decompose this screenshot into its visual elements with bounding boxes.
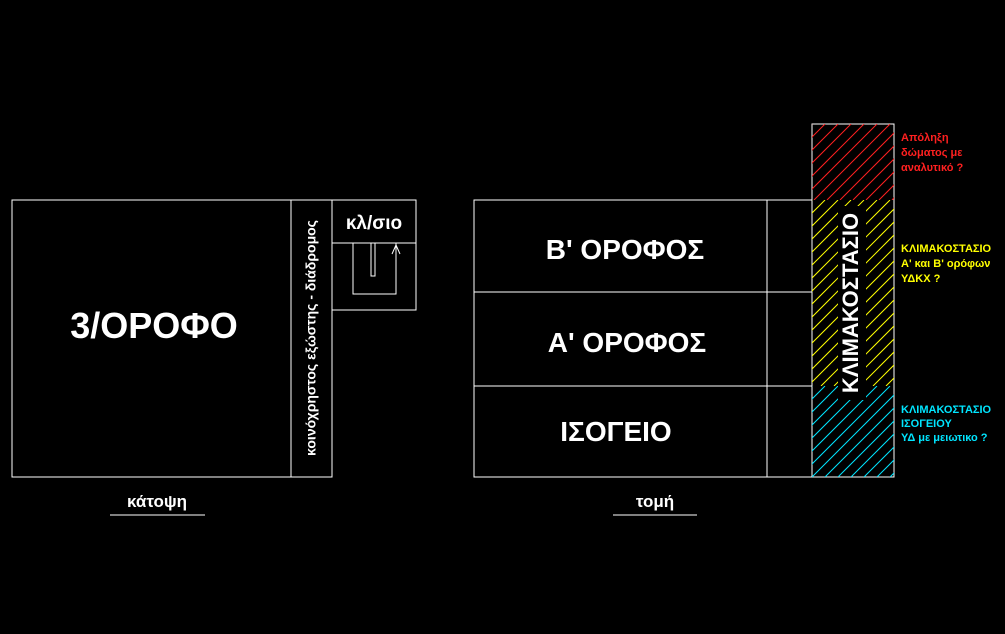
section-view <box>473 123 895 478</box>
note-red: Απόληξη δώματος με αναλυτικό ? <box>901 132 964 174</box>
hatch-line <box>812 200 865 253</box>
note-yellow-line: Α' και Β' ορόφων <box>901 258 990 270</box>
hatch-line <box>812 124 865 177</box>
hatch-line <box>826 132 894 200</box>
hatch-line <box>925 200 1005 386</box>
section-ground-label: ΙΣΟΓΕΙΟ <box>560 416 671 447</box>
hatch-line <box>812 386 839 413</box>
note-yellow: ΚΛΙΜΑΚΟΣΤΑΣΙΟ Α' και Β' ορόφων ΥΔΚΧ ? <box>901 243 992 285</box>
hatch-line <box>859 351 894 386</box>
plan-view <box>11 199 417 478</box>
note-cyan-line: ΙΣΟΓΕΙΟΥ <box>901 418 952 430</box>
hatch-line <box>812 386 826 400</box>
hatch-line <box>812 386 891 465</box>
hatch-line <box>872 364 894 386</box>
plan-caption: κάτοψη <box>127 492 187 511</box>
hatch-line <box>812 124 852 164</box>
hatch-line <box>863 446 894 477</box>
hatch-line <box>812 208 894 292</box>
hatch-line <box>812 286 894 370</box>
hatch-line <box>977 200 1005 386</box>
hatch-line <box>964 200 1005 386</box>
stairwell-label: ΚΛΙΜΑΚΟΣΤΑΣΙΟ <box>838 213 863 393</box>
hatch-line <box>812 386 852 426</box>
hatch-line <box>812 124 878 190</box>
hatch-line <box>839 145 894 200</box>
stair-up-arrow-head <box>391 243 401 255</box>
hatch-line <box>812 200 826 214</box>
hatch-line <box>846 338 894 386</box>
note-cyan-line: ΥΔ με μειωτικο ? <box>901 432 988 444</box>
hatch-line <box>812 124 826 138</box>
hatch-line <box>812 221 894 305</box>
note-red-line: Απόληξη <box>901 132 949 144</box>
section-caption: τομή <box>636 492 674 511</box>
hatch-line <box>824 407 894 477</box>
hatch-line <box>850 433 894 477</box>
note-red-line: αναλυτικό ? <box>901 162 964 174</box>
hatch-line <box>837 420 894 477</box>
hatch-red <box>812 124 1005 200</box>
hatch-line <box>812 200 813 201</box>
hatch-line <box>885 377 894 386</box>
hatch-line <box>912 200 1005 386</box>
note-red-line: δώματος με <box>901 147 963 159</box>
plan-stair-label: κλ/σιο <box>346 213 402 234</box>
note-yellow-line: ΥΔΚΧ ? <box>901 273 941 285</box>
hatch-line <box>990 200 1005 386</box>
hatch-line <box>878 184 894 200</box>
hatch-line <box>938 200 1005 386</box>
hatch-line <box>812 386 878 452</box>
note-cyan: ΚΛΙΜΑΚΟΣΤΑΣΙΟ ΙΣΟΓΕΙΟΥ ΥΔ με μειωτικο ? <box>901 404 992 444</box>
hatch-yellow <box>812 200 1005 386</box>
hatch-line <box>852 158 894 200</box>
note-yellow-line: ΚΛΙΜΑΚΟΣΤΑΣΙΟ <box>901 243 992 255</box>
hatch-line <box>812 386 865 439</box>
hatch-line <box>813 124 891 200</box>
plan-corridor-label: κοινόχρηστος εξώστης - διάδρομος <box>303 220 319 456</box>
hatch-line <box>957 124 1005 200</box>
plan-corridor <box>290 199 333 478</box>
section-floor1-label: Α' ΟΡΟΦΟΣ <box>548 327 706 358</box>
hatch-line <box>812 273 894 357</box>
section-floor2-label: Β' ΟΡΟΦΟΣ <box>546 234 704 265</box>
hatch-cyan <box>812 386 894 477</box>
plan-main-label: 3/ΟΡΟΦΟ <box>70 305 238 346</box>
hatch-line <box>812 200 852 240</box>
hatch-line <box>812 124 839 151</box>
hatch-line <box>876 459 894 477</box>
plan-stair-box <box>331 199 417 311</box>
hatch-line <box>812 394 894 477</box>
hatch-line <box>812 124 813 125</box>
stair-handrail <box>370 243 376 277</box>
hatch-line <box>812 234 894 318</box>
stairwell-label-backing <box>838 206 866 400</box>
hatch-line <box>899 200 1005 386</box>
note-cyan-line: ΚΛΙΜΑΚΟΣΤΑΣΙΟ <box>901 404 992 416</box>
hatch-line <box>951 200 1005 386</box>
hatch-line <box>865 171 894 200</box>
hatch-line <box>812 200 839 227</box>
